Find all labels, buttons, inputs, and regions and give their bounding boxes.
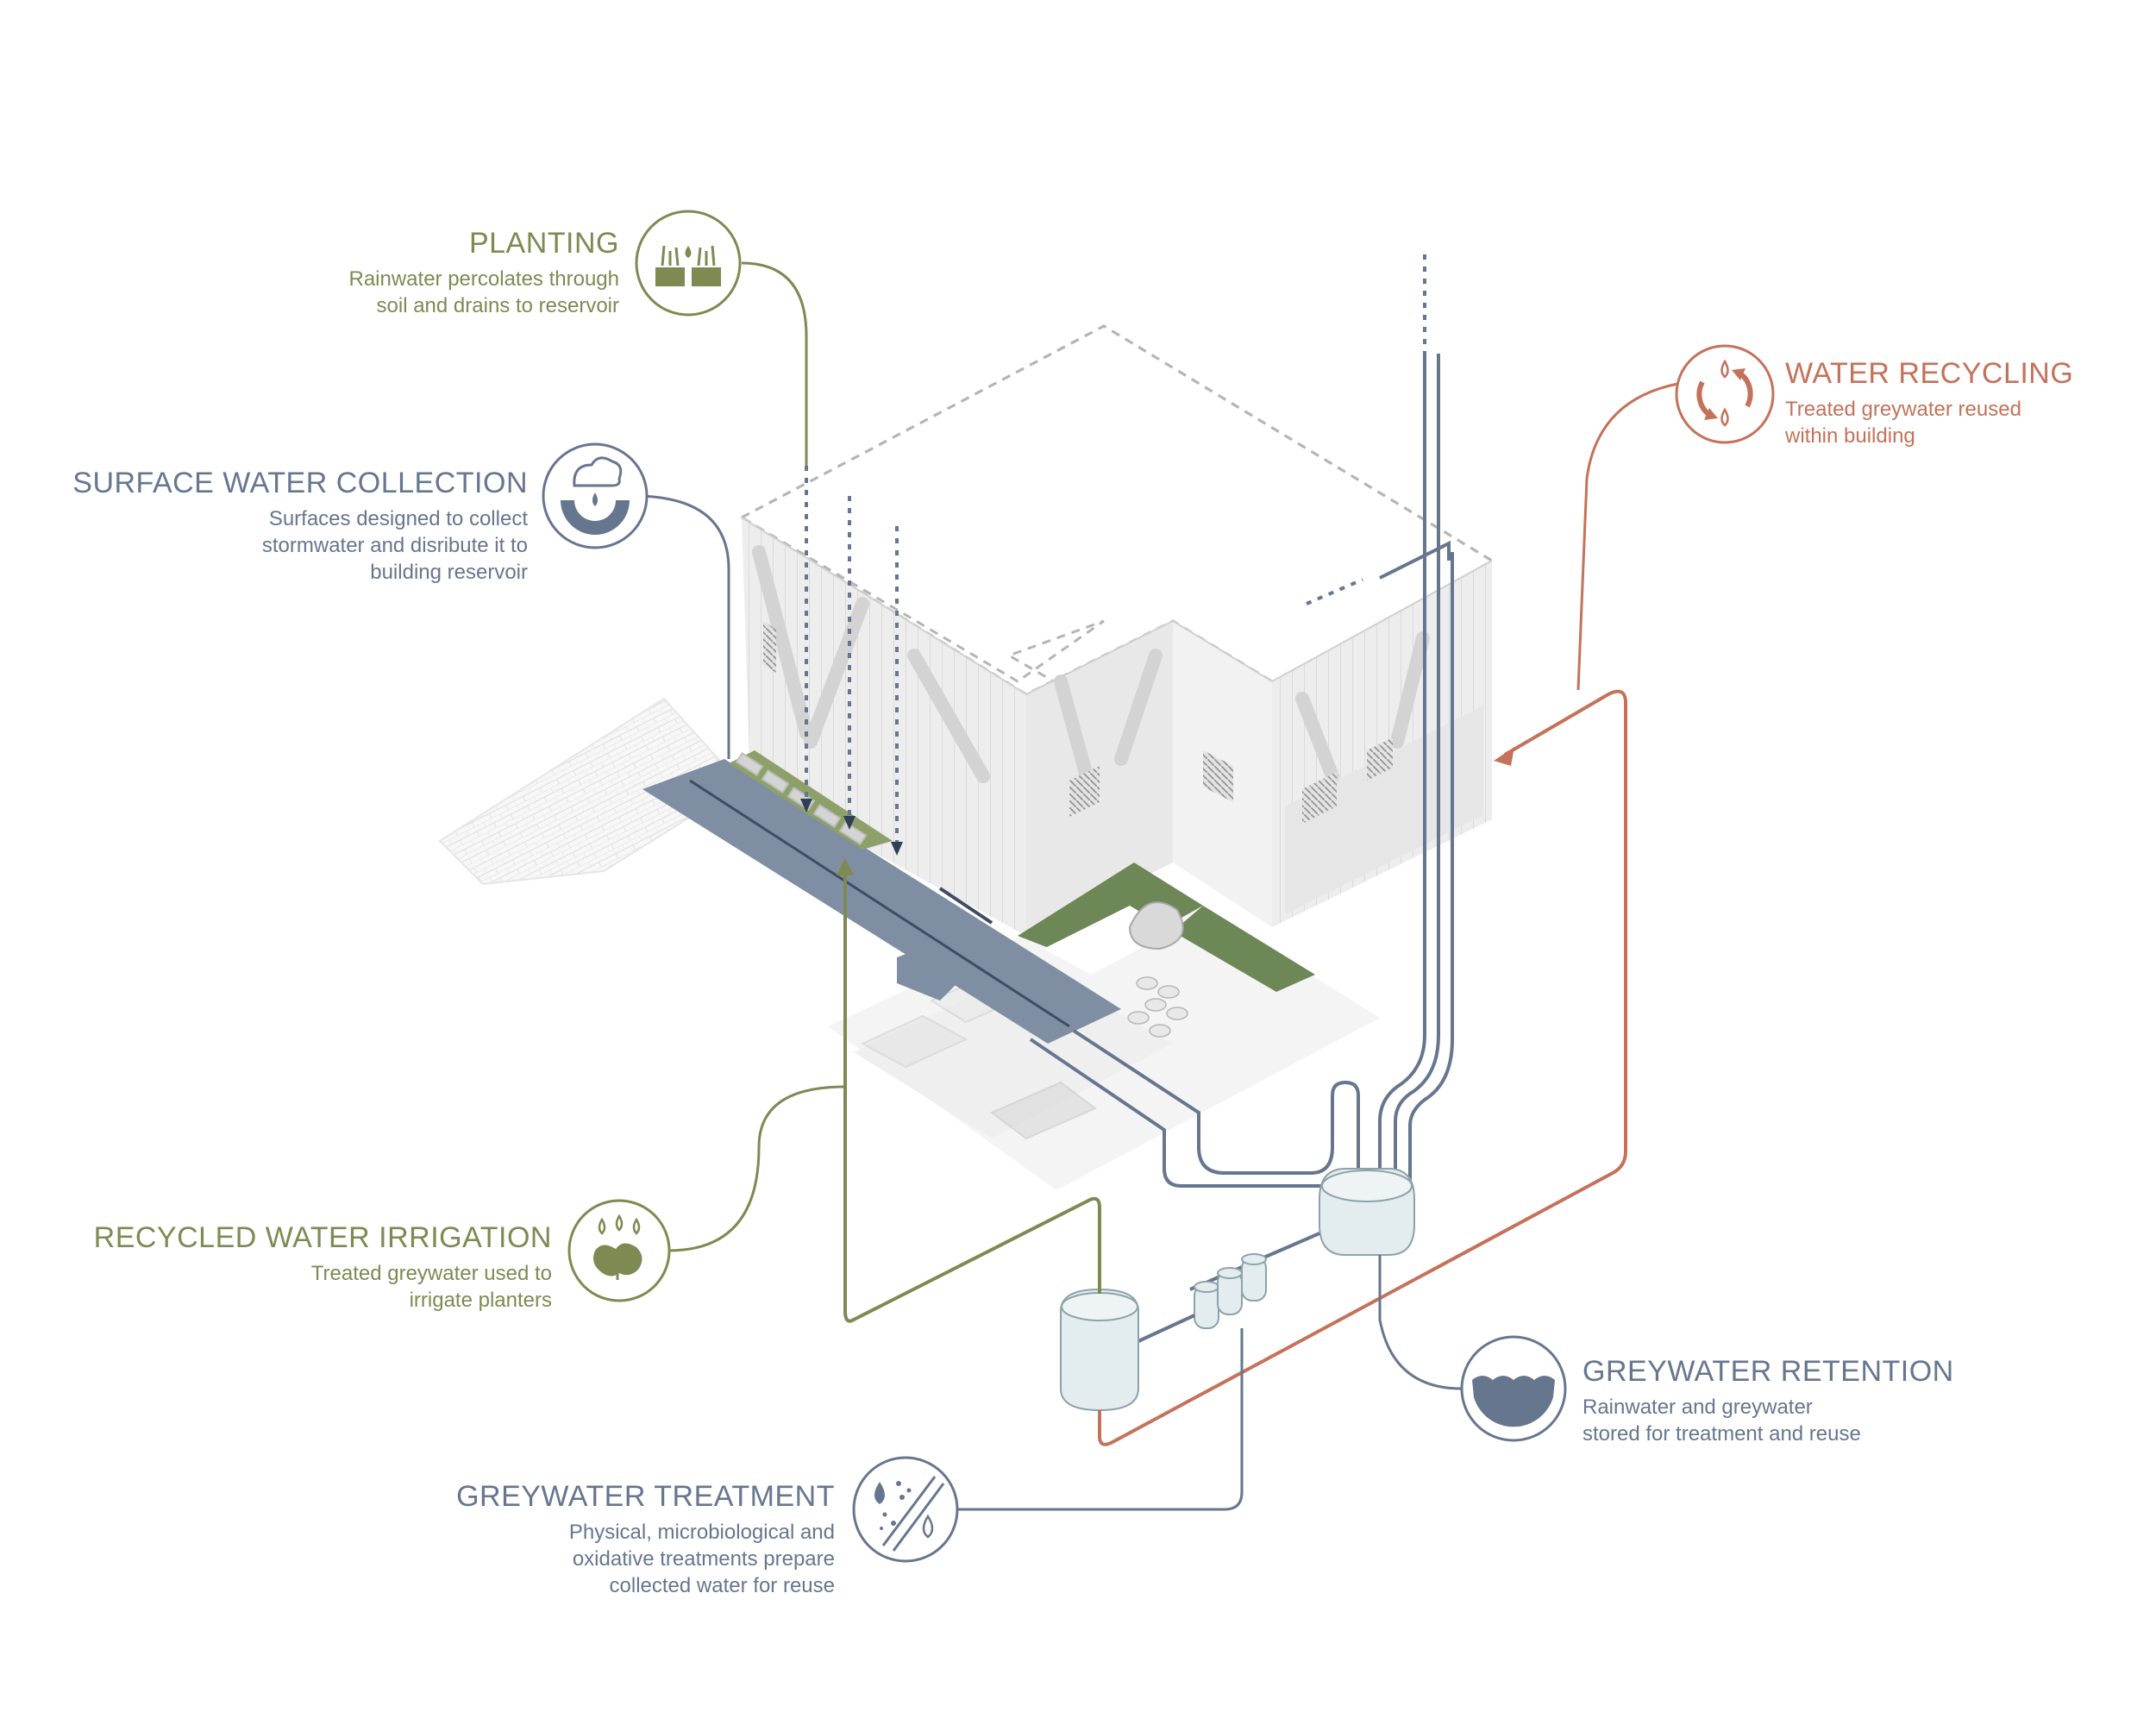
drainage-pipes bbox=[1029, 1029, 1360, 1190]
surface-water-line-3: building reservoir bbox=[370, 561, 528, 584]
filtration-icon bbox=[852, 1456, 959, 1563]
planting-description: Rainwater percolates through soil and dr… bbox=[0, 266, 619, 319]
treatment-title: GREYWATER TREATMENT bbox=[456, 1480, 835, 1513]
roof-dashed-leaders bbox=[805, 254, 1440, 845]
paved-plaza bbox=[438, 697, 743, 886]
surface-water-annotation: SURFACE WATER COLLECTION Surfaces design… bbox=[0, 466, 528, 586]
surface-water-channel bbox=[642, 759, 1121, 1044]
planting-annotation: PLANTING Rainwater percolates through so… bbox=[0, 226, 619, 319]
irrigation-annotation: RECYCLED WATER IRRIGATION Treated greywa… bbox=[0, 1220, 552, 1314]
treatment-description: Physical, microbiological and oxidative … bbox=[0, 1519, 835, 1599]
irrigation-description: Treated greywater used to irrigate plant… bbox=[0, 1260, 552, 1314]
water-recycling-line-1: Treated greywater reused bbox=[1785, 398, 2021, 421]
rain-cloud-icon bbox=[542, 442, 649, 549]
retention-line-2: stored for treatment and reuse bbox=[1583, 1422, 1861, 1446]
planting-line-2: soil and drains to reservoir bbox=[376, 294, 619, 317]
recycle-water-icon bbox=[1675, 344, 1775, 444]
retention-annotation: GREYWATER RETENTION Rainwater and greywa… bbox=[1583, 1354, 2065, 1447]
water-recycling-annotation: WATER RECYCLING Treated greywater reused… bbox=[1785, 356, 2147, 449]
retention-line-1: Rainwater and greywater bbox=[1583, 1396, 1813, 1419]
treatment-filters bbox=[1189, 1232, 1320, 1329]
courtyard-planters bbox=[1018, 862, 1315, 1038]
planting-title: PLANTING bbox=[468, 227, 619, 260]
water-recycling-title: WATER RECYCLING bbox=[1785, 357, 2074, 390]
surface-water-title: SURFACE WATER COLLECTION bbox=[72, 467, 528, 499]
water-recycling-description: Treated greywater reused within building bbox=[1785, 396, 2147, 449]
treatment-line-1: Physical, microbiological and bbox=[568, 1521, 835, 1544]
roof-downpipes bbox=[1378, 354, 1454, 1186]
treatment-line-2: oxidative treatments prepare bbox=[572, 1547, 835, 1571]
facade-left bbox=[742, 518, 1026, 936]
planting-arrows bbox=[800, 799, 903, 856]
irrigation-title: RECYCLED WATER IRRIGATION bbox=[93, 1221, 552, 1254]
treatment-annotation: GREYWATER TREATMENT Physical, microbiolo… bbox=[0, 1479, 835, 1599]
water-recycling-line-2: within building bbox=[1785, 424, 1915, 448]
retention-tank bbox=[1319, 1168, 1415, 1256]
leaf-water-icon bbox=[567, 1199, 671, 1302]
recycling-line bbox=[1098, 689, 1627, 1446]
irrigation-line-2: irrigate planters bbox=[409, 1289, 552, 1312]
surface-water-line-1: Surfaces designed to collect bbox=[268, 507, 528, 530]
water-tank-icon bbox=[1460, 1335, 1567, 1442]
irrigation-line-1: Treated greywater used to bbox=[310, 1262, 552, 1285]
treatment-line-3: collected water for reuse bbox=[609, 1574, 835, 1597]
irrigation-arrow bbox=[837, 858, 854, 875]
planter-icon bbox=[635, 210, 742, 317]
retention-description: Rainwater and greywater stored for treat… bbox=[1583, 1394, 2065, 1447]
planting-line-1: Rainwater percolates through bbox=[348, 267, 619, 291]
surface-water-description: Surfaces designed to collect stormwater … bbox=[0, 505, 528, 586]
irrigation-line bbox=[843, 871, 1101, 1323]
leader-lines bbox=[633, 261, 1726, 1511]
irrigation-tank bbox=[1060, 1288, 1195, 1412]
surface-water-line-2: stormwater and disribute it to bbox=[261, 534, 528, 557]
recycling-arrow bbox=[1494, 747, 1514, 766]
retention-title: GREYWATER RETENTION bbox=[1583, 1355, 1954, 1388]
